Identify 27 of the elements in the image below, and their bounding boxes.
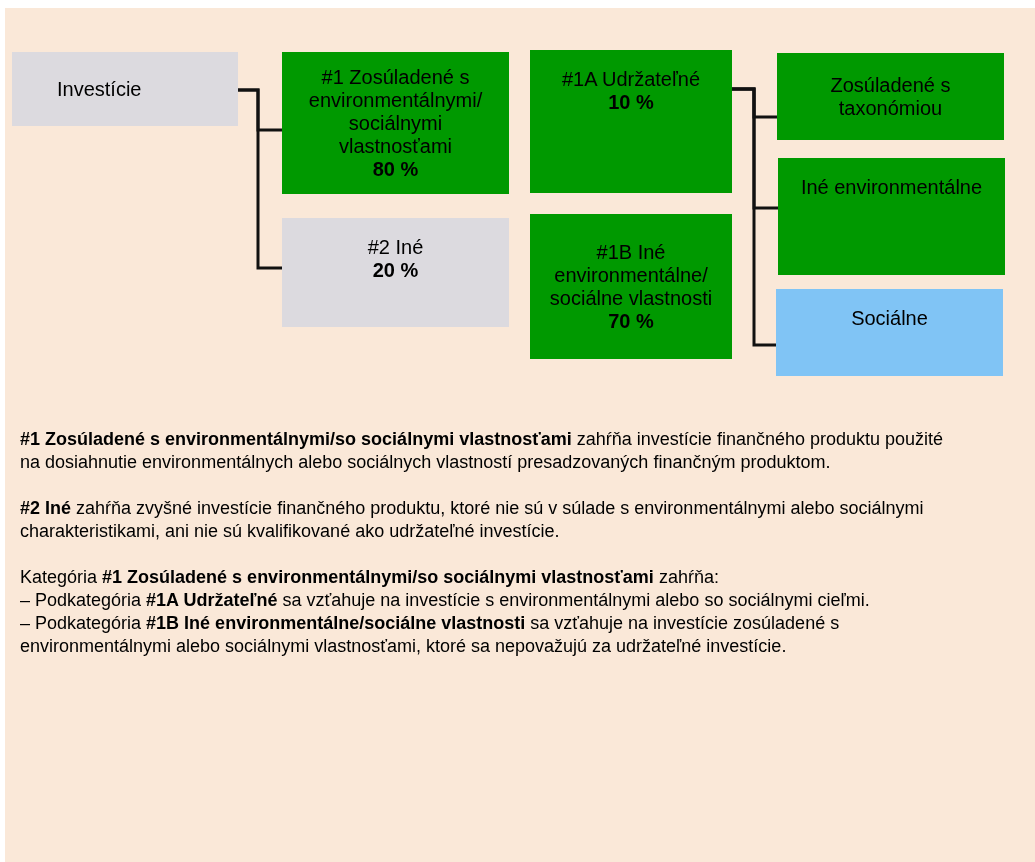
box-label: #2 Iné <box>367 236 424 259</box>
box-label: Iné environmentálne <box>800 176 983 199</box>
percentage-value: 10 % <box>608 91 654 114</box>
category-box <box>282 218 509 327</box>
box-label: #1 Zosúladené s environmentálnymi/ sociálnymi vlastnosťami <box>307 65 484 158</box>
description-paragraph: – Podkategória #1A Udržateľné sa vzťahuje na investície s environmentálnymi alebo so sociálnymi cieľmi. <box>20 589 871 612</box>
category-box <box>778 158 1005 275</box>
percentage-value: 80 % <box>372 157 419 181</box>
percentage-value: 70 % <box>608 309 654 333</box>
description-paragraph: – Podkategória #1B Iné environmentálne/sociálne vlastnosti sa vzťahuje na investície zosúladené s environmentálnymi alebo sociálnymi vlastnosťami, ktoré sa nepovažujú za udržateľné investície. <box>20 612 841 658</box>
box-label: Zosúladené s taxonómiou <box>829 73 952 120</box>
category-box <box>530 214 732 359</box>
box-label: #1A Udržateľné <box>561 68 701 91</box>
category-box <box>282 52 509 194</box>
category-box <box>12 52 238 126</box>
box-label: Sociálne <box>851 307 928 330</box>
description-paragraph: Kategória #1 Zosúladené s environmentálnymi/so sociálnymi vlastnosťami zahŕňa: <box>20 566 720 589</box>
category-box <box>777 53 1004 140</box>
connector-line <box>238 88 282 270</box>
description-paragraph: #2 Iné zahŕňa zvyšné investície finančného produktu, ktoré nie sú v súlade s environmentálnymi alebo sociálnymi charakteristikami, ani nie sú kvalifikované ako udržateľné investície. <box>20 497 925 543</box>
description-paragraph: #1 Zosúladené s environmentálnymi/so sociálnymi vlastnosťami zahŕňa investície finančného produktu použité na dosiahnutie environmentálnych alebo sociálnych vlastností presadzovaných finančným produktom. <box>20 428 945 474</box>
percentage-value: 20 % <box>372 259 419 282</box>
connector-line <box>732 87 776 347</box>
category-box <box>530 50 732 193</box>
category-box <box>776 289 1003 376</box>
box-label: Investície <box>57 77 142 101</box>
box-label: #1B Iné environmentálne/ sociálne vlastnosti <box>548 240 714 310</box>
